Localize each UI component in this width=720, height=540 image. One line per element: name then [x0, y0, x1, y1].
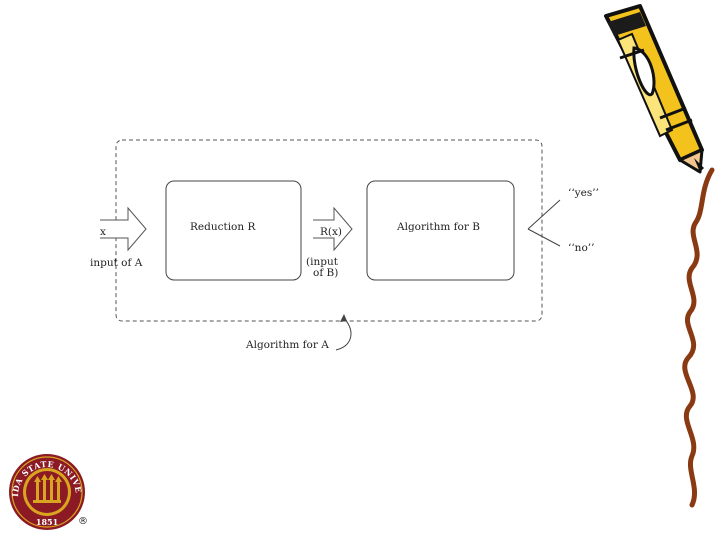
input-arrow	[100, 206, 147, 252]
input-of-b-line1: (input	[306, 256, 339, 268]
university-seal-logo: FLORIDA STATE UNIVERSITY 1851	[9, 454, 85, 530]
pencil-icon	[604, 4, 704, 174]
caption-pointer-head	[340, 314, 347, 322]
output-line-no	[527, 228, 561, 247]
output-yes-label: ‘‘yes’’	[568, 187, 599, 199]
reduction-diagram: Reduction R Algorithm for B x input of A…	[90, 139, 599, 351]
rx-label: R(x)	[320, 226, 342, 238]
algorithm-b-label: Algorithm for B	[396, 221, 480, 233]
reduction-box	[165, 180, 302, 281]
output-no-label: ‘‘no’’	[568, 242, 594, 254]
input-x-label: x	[100, 226, 106, 238]
squiggle-decoration	[682, 167, 715, 508]
caption-pointer-arrow	[335, 317, 352, 351]
output-line-yes	[527, 199, 561, 230]
reduction-label: Reduction R	[190, 221, 256, 233]
outer-box-caption: Algorithm for A	[245, 339, 329, 351]
algorithm-b-box	[366, 180, 515, 281]
rx-arrow	[313, 206, 353, 252]
registered-mark: ®	[78, 516, 88, 527]
input-of-a-label: input of A	[90, 257, 143, 269]
seal-year: 1851	[36, 517, 58, 527]
input-of-b-line2: of B)	[313, 267, 338, 279]
